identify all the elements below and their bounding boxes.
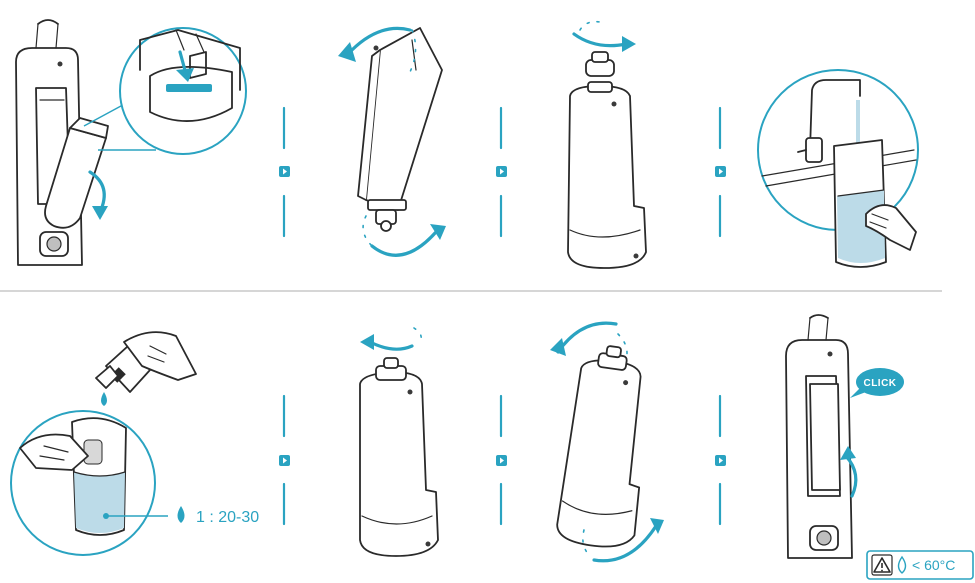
step-8-reinsert-cartridge: CLICK <box>785 314 904 559</box>
temperature-note: < 60°C <box>866 550 974 580</box>
step-separator <box>496 394 507 526</box>
temperature-limit-label: < 60°C <box>912 557 955 573</box>
step-separator <box>715 106 726 238</box>
step-separator <box>496 106 507 238</box>
step-3-unscrew-cap <box>567 20 647 269</box>
click-label: CLICK <box>863 378 896 389</box>
step-separator <box>279 394 290 526</box>
water-drop-icon <box>897 555 907 574</box>
warning-icon <box>873 557 891 573</box>
step-2-rotate-cartridge <box>338 26 446 257</box>
step-4-fill-at-tap <box>757 69 919 268</box>
step-separator <box>279 106 290 238</box>
step-1-remove-cartridge <box>15 19 247 266</box>
rotate-arrow-icon <box>346 26 412 56</box>
water-drop-icon <box>177 506 185 523</box>
step-7-rotate-mix <box>550 321 664 563</box>
step-5-add-descaler: 1 : 20-30 <box>10 331 259 556</box>
step-6-reattach-cap <box>359 327 439 557</box>
step-separator <box>715 394 726 526</box>
dilution-ratio-label: 1 : 20-30 <box>196 509 259 526</box>
